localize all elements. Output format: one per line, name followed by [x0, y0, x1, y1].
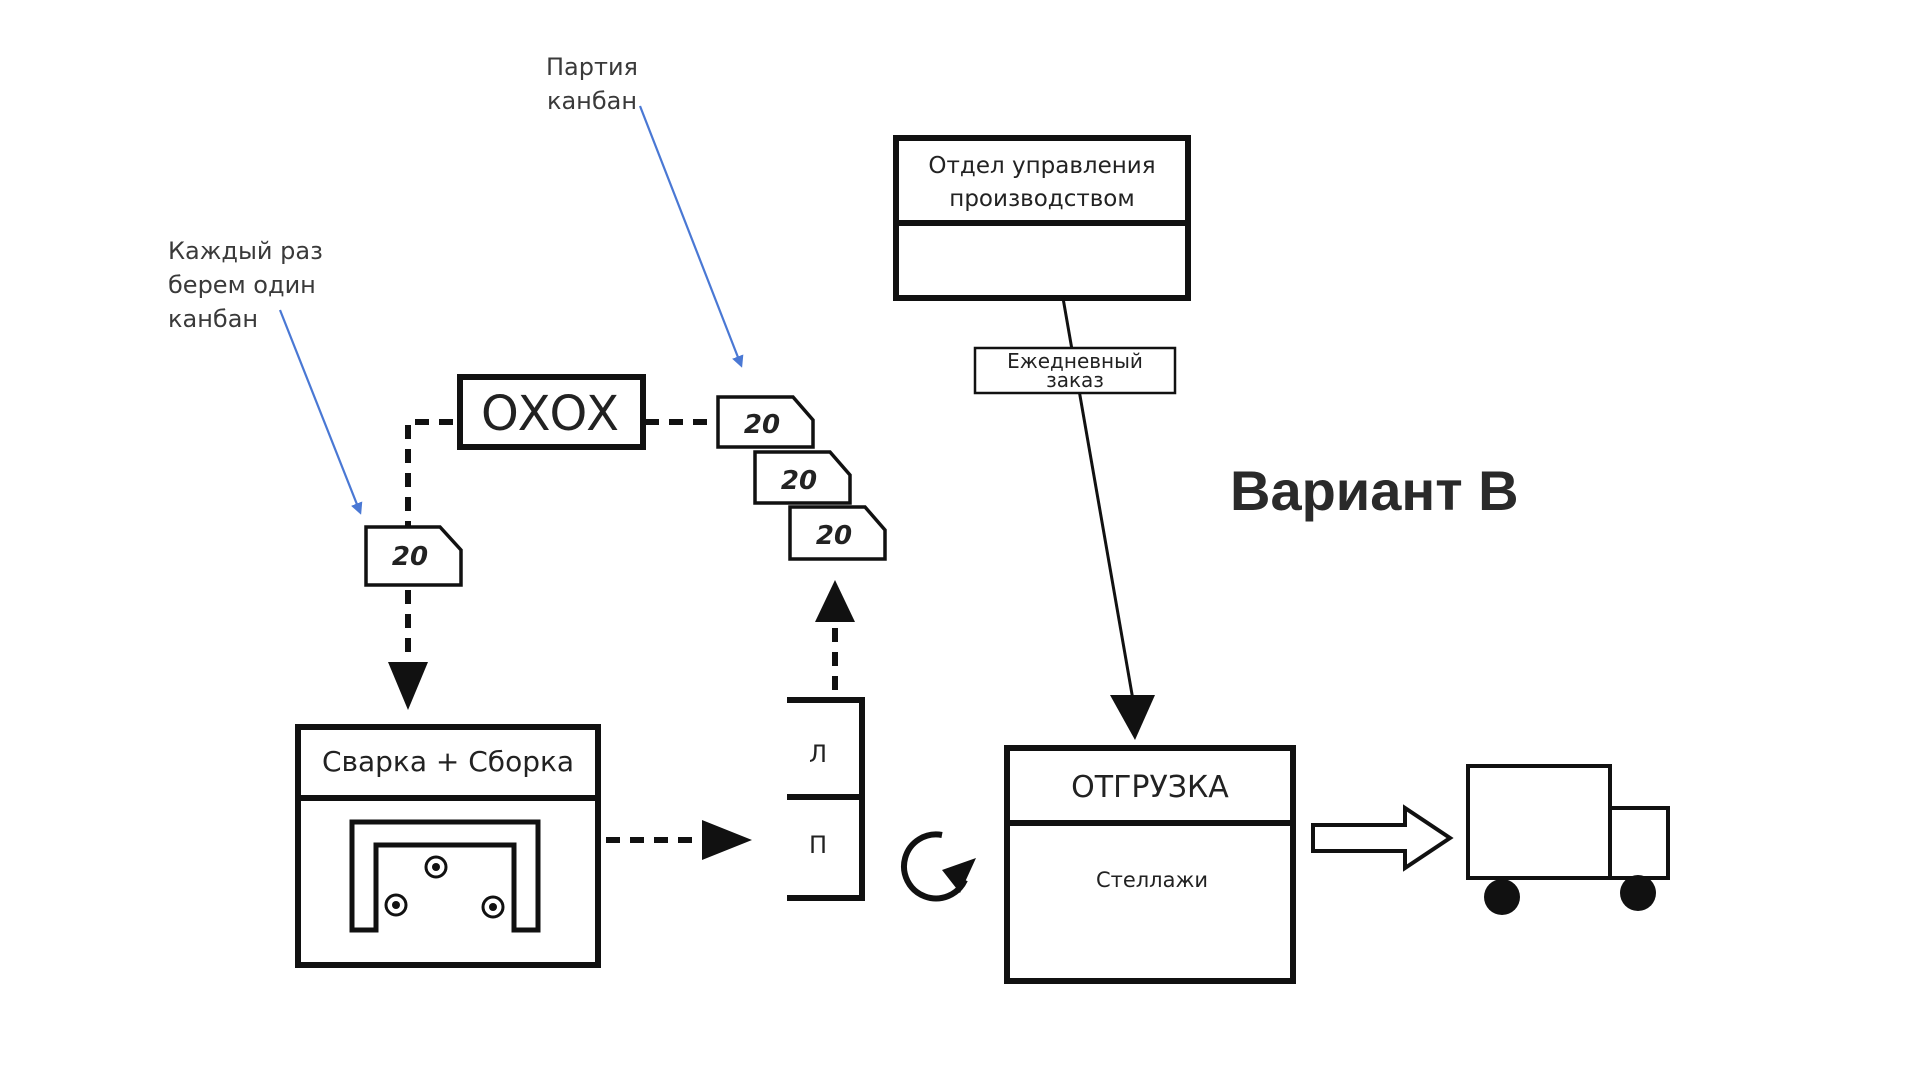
batch-annotation-line-1: Партия — [546, 53, 638, 81]
each-time-annotation: Каждый раз берем один канбан — [168, 237, 363, 515]
withdrawal-arrowhead — [388, 662, 428, 710]
shipping-box: ОТГРУЗКА Стеллажи — [1004, 745, 1296, 984]
daily-order-line-2: заказ — [1046, 368, 1104, 392]
each-time-annotation-arrow — [278, 309, 363, 515]
shipping-content: Стеллажи — [1096, 868, 1208, 892]
shipment-arrow — [1311, 804, 1454, 872]
kanban-card-batch-3: 20 — [788, 505, 887, 561]
kanban-card-batch-2: 20 — [753, 450, 852, 505]
daily-order-label: Ежедневный заказ — [973, 346, 1177, 395]
supermarket-slot-p: П — [809, 831, 827, 859]
production-control-box: Отдел управления производством — [893, 135, 1191, 301]
shipping-label: ОТГРУЗКА — [1071, 770, 1229, 805]
kanban-loop-left — [405, 419, 458, 535]
variant-title: Вариант В — [1230, 459, 1519, 522]
schedule-board: OXOX — [457, 374, 646, 450]
each-time-annotation-line-1: Каждый раз — [168, 237, 323, 265]
rotation-icon — [901, 831, 976, 902]
daily-order-line-1: Ежедневный — [1007, 349, 1143, 373]
truck-icon — [1466, 764, 1670, 915]
schedule-board-label: OXOX — [481, 386, 621, 442]
u-cell-icon — [349, 819, 541, 933]
supermarket: Л П — [787, 697, 865, 901]
kanban-card-batch-2-qty: 20 — [781, 466, 817, 496]
kanban-card-single: 20 — [364, 525, 463, 587]
welding-assembly-cell: Сварка + Сборка — [295, 724, 601, 968]
supermarket-slot-l: Л — [809, 740, 827, 768]
push-arrowhead — [702, 820, 752, 860]
batch-kanban-annotation: Партия канбан — [546, 53, 744, 368]
each-time-annotation-line-3: канбан — [168, 305, 258, 333]
kanban-card-batch-1-qty: 20 — [744, 410, 780, 440]
kanban-card-single-qty: 20 — [392, 542, 428, 572]
production-control-line-1: Отдел управления — [928, 153, 1155, 179]
batch-annotation-arrow — [638, 105, 744, 368]
kanban-card-batch-3-qty: 20 — [816, 521, 852, 551]
welding-assembly-label: Сварка + Сборка — [322, 745, 574, 778]
production-control-line-2: производством — [949, 186, 1134, 212]
kanban-card-batch-1: 20 — [716, 395, 815, 449]
kanban-return-arrowhead — [815, 580, 855, 622]
daily-order-arrowhead — [1110, 695, 1155, 740]
each-time-annotation-line-2: берем один — [168, 271, 316, 299]
batch-annotation-line-2: канбан — [547, 87, 637, 115]
